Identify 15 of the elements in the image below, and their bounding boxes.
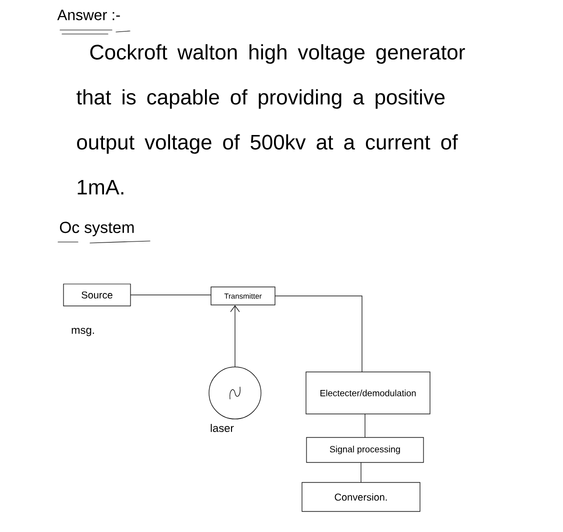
arrow bbox=[230, 305, 240, 367]
connector-line bbox=[364, 414, 366, 438]
connector-line bbox=[360, 462, 362, 482]
process-box: Conversion. bbox=[302, 482, 420, 512]
connector-line bbox=[275, 296, 362, 372]
paragraph: Cockroft walton high voltage generator that is capable of providing a positive output voltage of 500kv at a current of 1mA. bbox=[76, 44, 465, 194]
section-heading: Oc system bbox=[60, 222, 134, 236]
process-box: Electecter/demodulation bbox=[306, 372, 430, 414]
source-circle bbox=[208, 366, 262, 420]
process-box: Source bbox=[63, 284, 131, 306]
node-caption: laser bbox=[210, 424, 234, 432]
process-box: Signal processing bbox=[306, 437, 424, 463]
node-caption: msg. bbox=[72, 328, 94, 336]
heading: Answer :- bbox=[57, 10, 120, 20]
connector-line bbox=[130, 294, 211, 296]
